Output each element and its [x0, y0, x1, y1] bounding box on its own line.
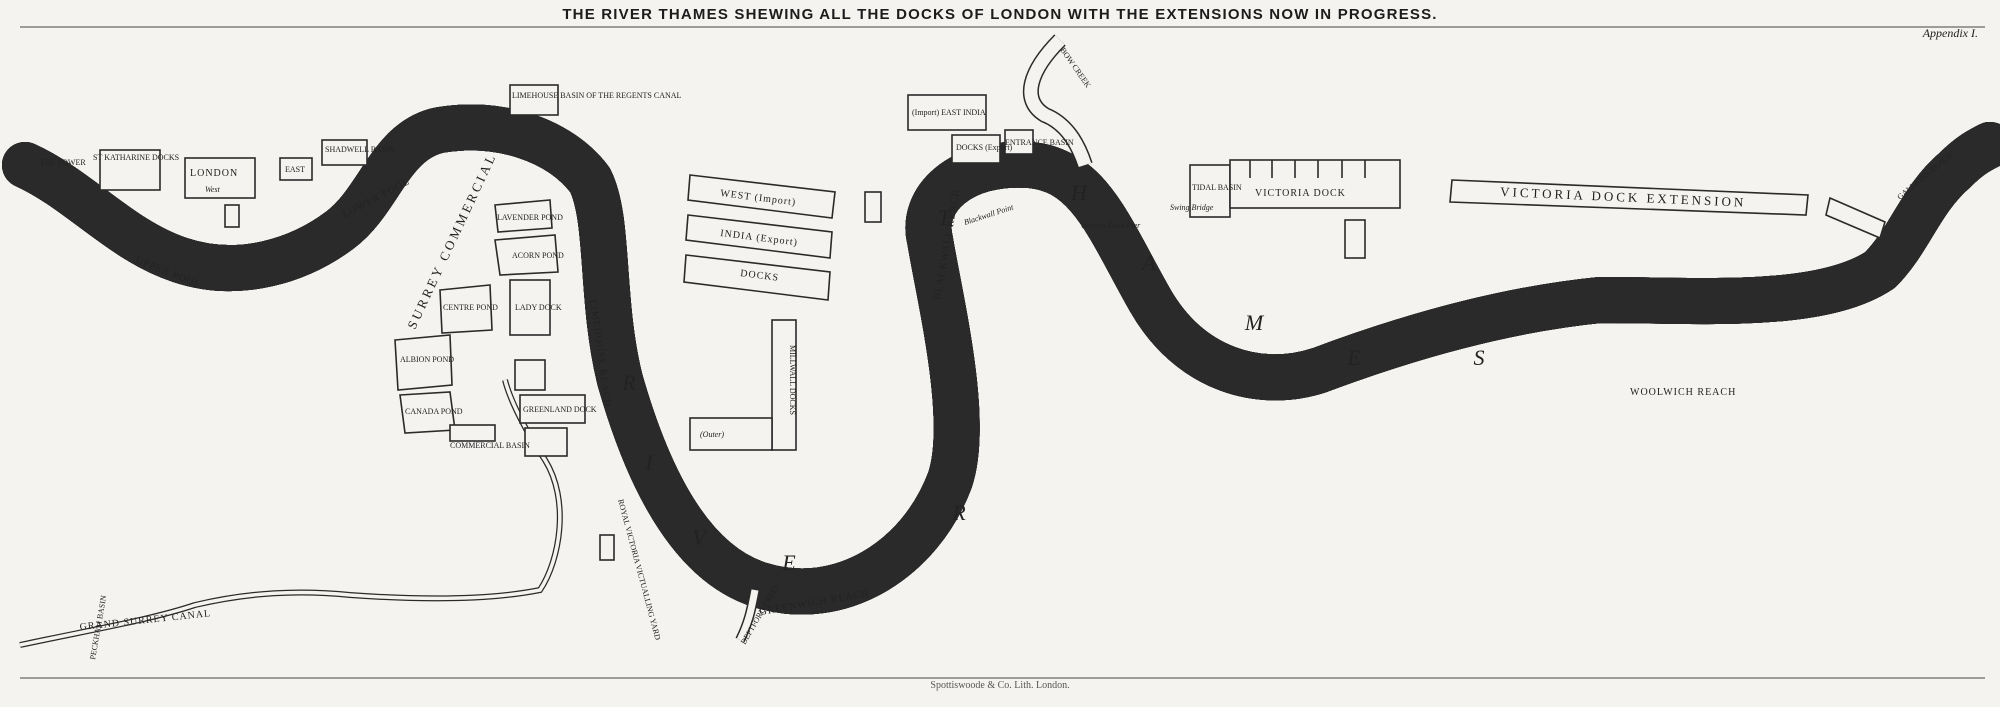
label-victoria-dock-pier: Victoria Dock Pier: [1080, 221, 1141, 230]
surrey-commercial-docks: [394, 199, 586, 457]
river-letter: I: [644, 450, 654, 475]
extension-entrance: [1825, 196, 1886, 240]
victualling-yard: [599, 534, 615, 561]
wapping-basin: [224, 204, 240, 228]
millwall-inner-dock: [771, 319, 797, 451]
label-london-east: EAST: [285, 165, 305, 174]
west-india-export-dock: [685, 214, 833, 259]
london-docks-east: [279, 157, 313, 181]
river-letter: E: [1346, 345, 1362, 370]
label-lavender-pond: LAVENDER POND: [497, 213, 563, 222]
greenland-dock: [519, 394, 586, 424]
albion-pond: [394, 334, 453, 391]
river-letter: E: [781, 550, 797, 575]
label-east-india-import: (Import) EAST INDIA: [912, 108, 986, 117]
victoria-docks: [1189, 159, 1886, 259]
label-entrance-basin: ENTRANCE BASIN: [1005, 138, 1074, 147]
label-lady-dock: LADY DOCK: [515, 303, 562, 312]
entrance-basin: [1004, 129, 1034, 155]
river-letter: S: [1474, 345, 1487, 370]
lavender-pond: [494, 199, 553, 233]
south-dock-surrey: [524, 427, 568, 457]
label-victoria-dock: VICTORIA DOCK: [1255, 188, 1346, 199]
label-east-india-export: DOCKS (Export): [956, 143, 1013, 152]
east-india-docks: [907, 94, 1034, 164]
south-dock: [683, 254, 831, 301]
lady-dock: [509, 279, 551, 336]
tidal-basin: [1189, 164, 1231, 218]
label-millwall-docks: MILLWALL DOCKS: [788, 345, 797, 415]
label-bow-creek: BOW CREEK: [1058, 46, 1092, 90]
victoria-dock-jetty: [1344, 219, 1366, 259]
east-country-dock: [514, 359, 546, 391]
millwall-outer-dock: [689, 417, 773, 451]
label-millwall-outer: (Outer): [700, 430, 724, 439]
river-letter: V: [692, 525, 708, 550]
limehouse-basin: [509, 84, 559, 116]
river-letter: T: [938, 205, 952, 230]
poplar-dock: [864, 191, 882, 223]
river-thames: [2, 127, 2000, 591]
london-docks: [184, 157, 256, 199]
label-commercial-basin: COMMERCIAL BASIN: [450, 441, 530, 450]
shadwell-basin: [321, 139, 368, 166]
west-india-docks: [683, 174, 882, 301]
label-london-west: West: [205, 185, 221, 194]
east-india-import-dock: [907, 94, 987, 131]
label-blackwall-point: Blackwall Point: [963, 202, 1015, 227]
commercial-basin: [449, 424, 496, 442]
map-title: THE RIVER THAMES SHEWING ALL THE DOCKS O…: [562, 6, 1438, 23]
london-docks-group: [99, 139, 368, 228]
label-swing-bridge: Swing Bridge: [1170, 203, 1214, 212]
label-woolwich-reach: WOOLWICH REACH: [1630, 387, 1736, 398]
label-the-tower: THE TOWER: [40, 158, 86, 167]
lithographer-credit: Spottiswoode & Co. Lith. London.: [930, 680, 1070, 691]
appendix-label: Appendix I.: [1922, 26, 1978, 40]
label-london-docks: LONDON: [190, 168, 238, 179]
label-tidal-basin: TIDAL BASIN: [1192, 183, 1242, 192]
label-west-india-docks: DOCKS: [740, 268, 780, 284]
label-shadwell-basin: SHADWELL BASIN: [325, 145, 395, 154]
river-letter: R: [951, 500, 967, 525]
west-india-import-dock: [687, 174, 836, 219]
centre-pond: [439, 284, 493, 334]
label-albion-pond: ALBION POND: [400, 355, 454, 364]
label-greenland-dock: GREENLAND DOCK: [523, 405, 597, 414]
millwall-docks: [689, 319, 797, 451]
label-acorn-pond: ACORN POND: [512, 251, 564, 260]
river-letter: R: [621, 370, 637, 395]
victoria-dock-extension: [1449, 179, 1809, 216]
river-name-letters: R I V E R T H A M E S: [621, 180, 1487, 575]
label-st-katharine: ST KATHARINE DOCKS: [93, 153, 179, 162]
river-letter: H: [1070, 180, 1089, 205]
river-letter: M: [1244, 310, 1265, 335]
acorn-pond: [494, 234, 559, 276]
river-letter: A: [1140, 250, 1157, 275]
victoria-dock: [1229, 159, 1401, 209]
label-canada-pond: CANADA POND: [405, 407, 463, 416]
label-limehouse-basin: LIMEHOUSE BASIN OF THE REGENTS CANAL: [512, 91, 682, 100]
label-centre-pond: CENTRE POND: [443, 303, 498, 312]
east-india-export-dock: [951, 134, 1001, 164]
st-katharine-docks: [99, 149, 161, 191]
